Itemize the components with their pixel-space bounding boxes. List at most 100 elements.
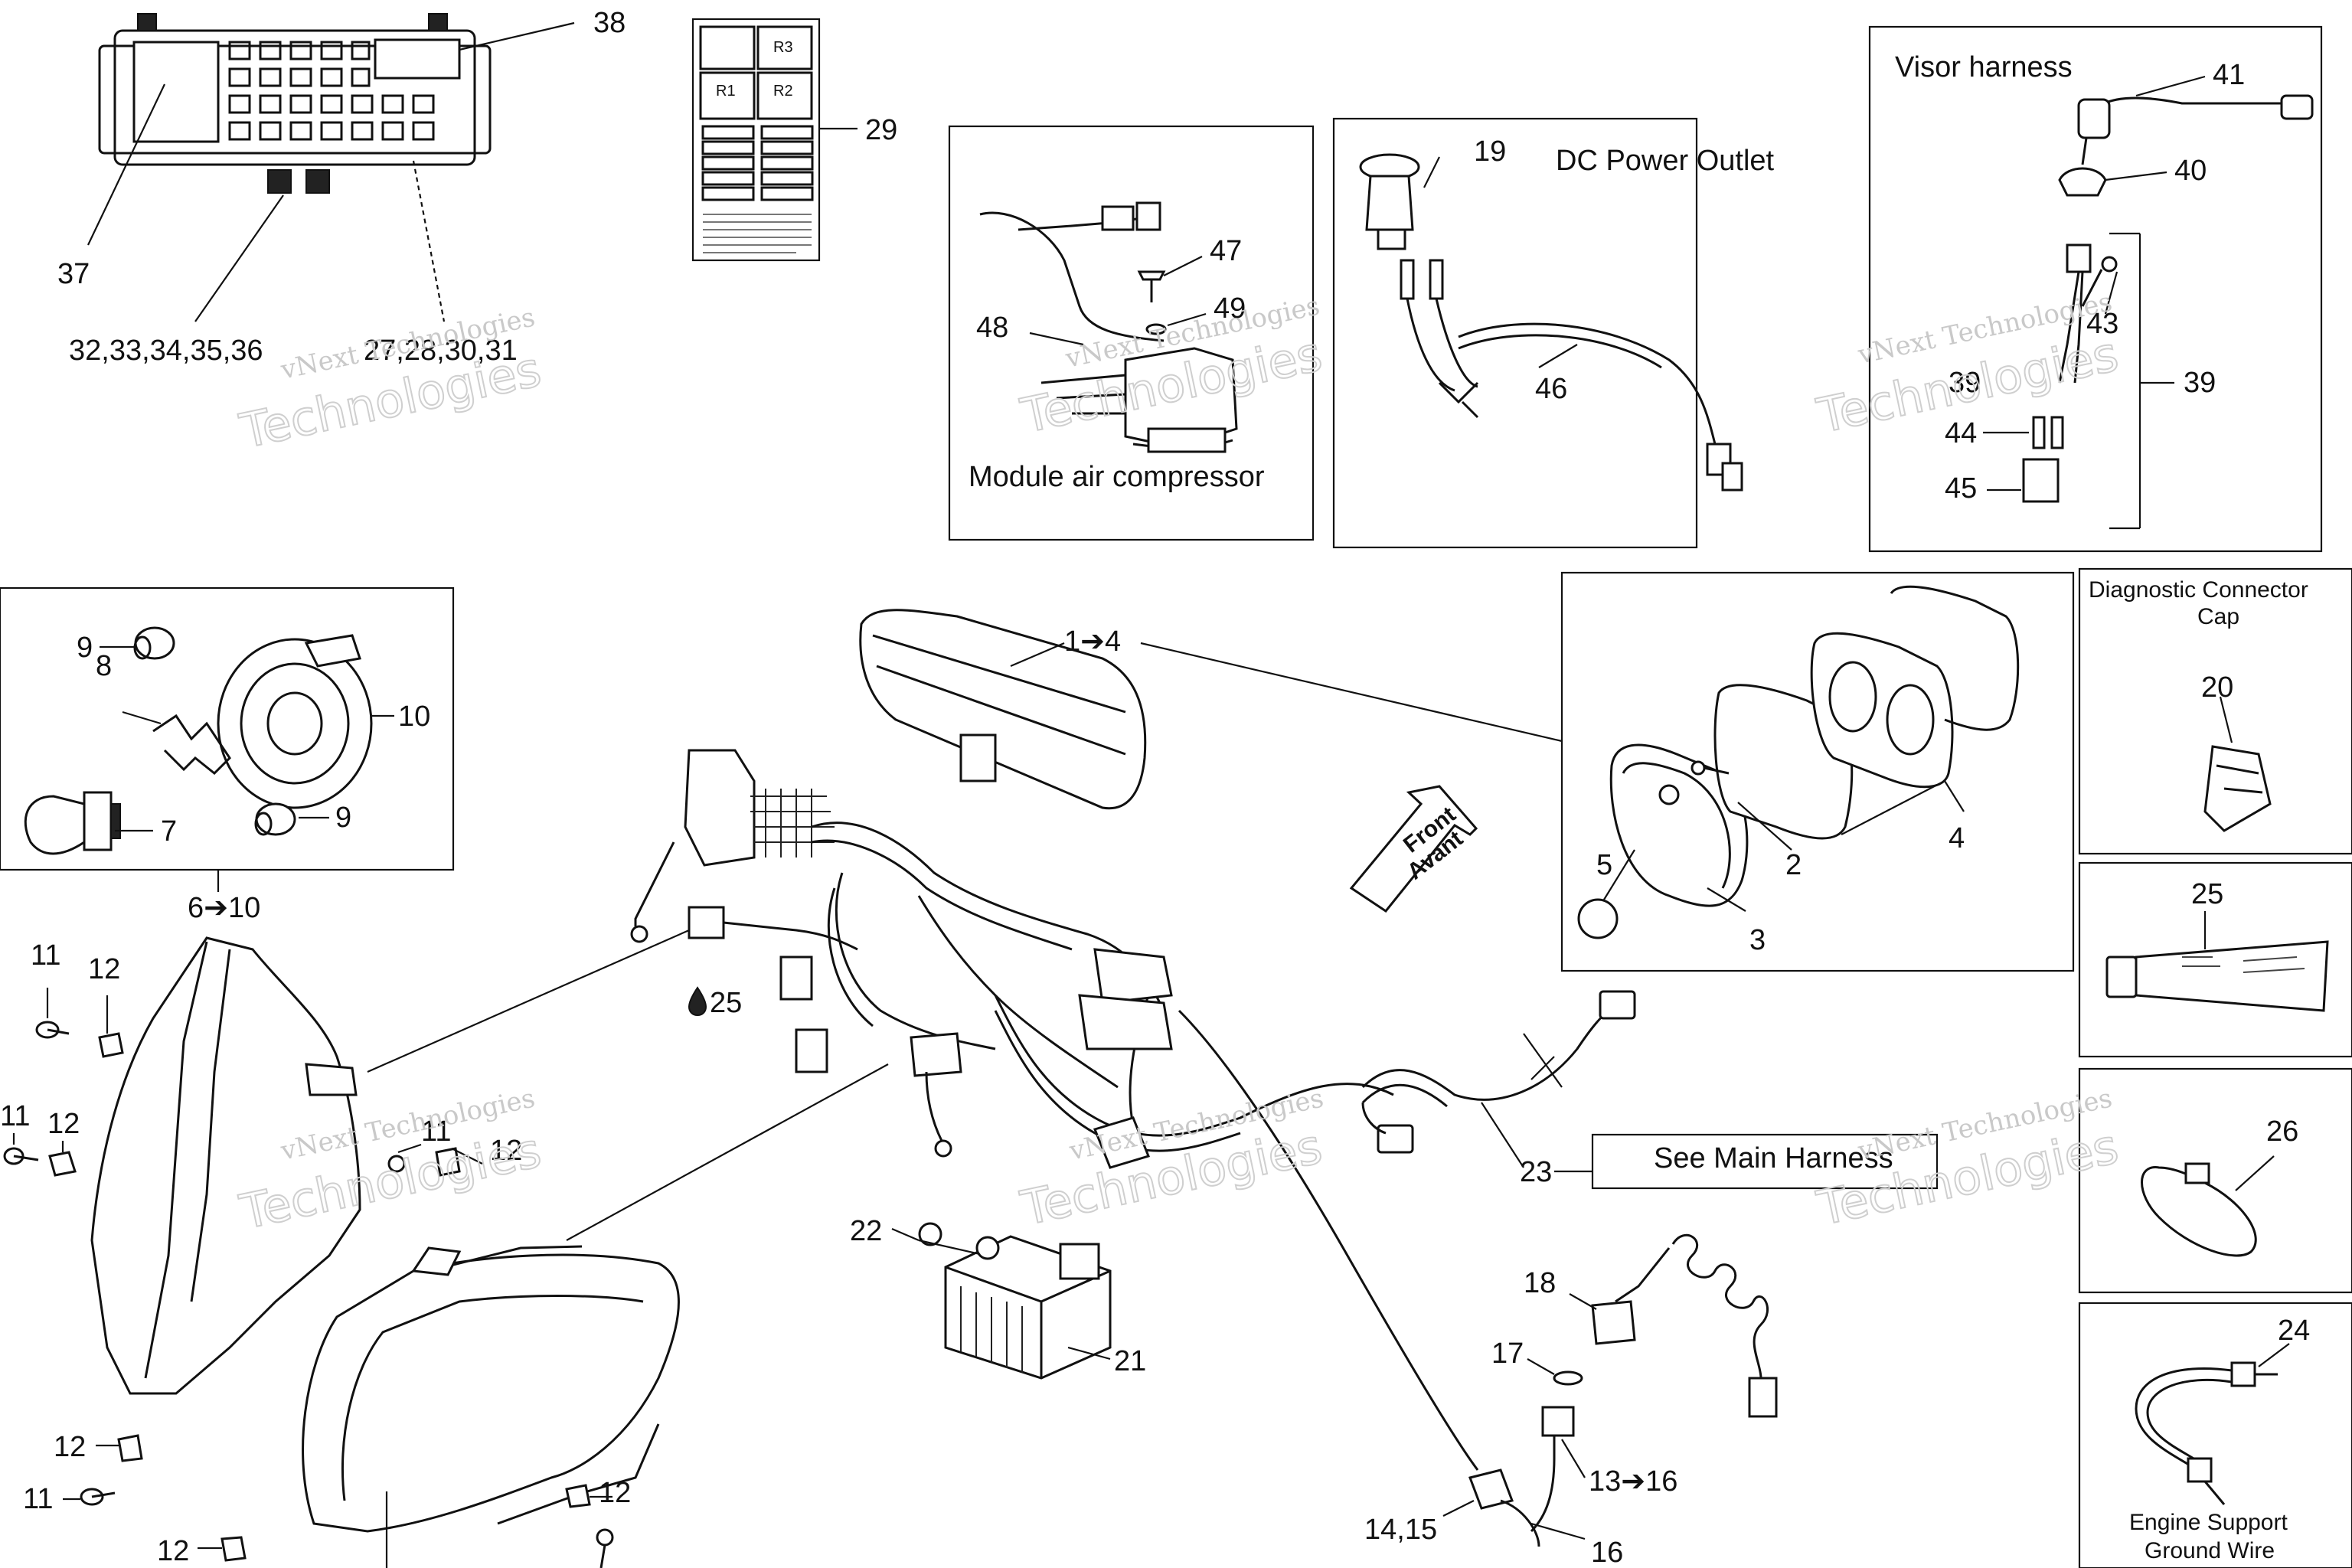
clip-12e (565, 1484, 591, 1508)
callout-11a: 11 (31, 939, 60, 972)
module-air-compressor-caption: Module air compressor (969, 461, 1265, 493)
callout-47: 47 (1210, 235, 1242, 267)
visor-harness-caption: Visor harness (1895, 51, 2073, 83)
air-compressor-module (979, 201, 1238, 453)
screw-11d (80, 1488, 116, 1506)
lanyard-13-16 (1468, 1233, 1778, 1547)
gauge-emblem-5 (1577, 898, 1619, 939)
screw-11a (35, 1021, 70, 1039)
headlight-lens (302, 1245, 680, 1533)
callout-22: 22 (850, 1215, 882, 1247)
clip-12a (98, 1032, 124, 1058)
gauge-housing-4 (1810, 632, 1954, 789)
callout-10: 10 (398, 701, 430, 733)
callout-24: 24 (2278, 1315, 2310, 1347)
callout-13-16: 13➔16 (1589, 1465, 1677, 1498)
clip-12c (435, 1147, 461, 1177)
callout-23: 23 (1520, 1156, 1552, 1188)
callout-39: 39 (2184, 367, 2216, 399)
diagnostic-cap-20 (2203, 745, 2272, 832)
callout-40: 40 (2174, 155, 2207, 187)
screw-47 (1137, 270, 1166, 302)
callout-48: 48 (976, 312, 1008, 344)
ground-wire-caption-1: Engine Support (2129, 1510, 2288, 1535)
callout-12a: 12 (88, 953, 120, 985)
cable-tie-box (2078, 1067, 2352, 1294)
visor-harness-box (1868, 25, 2323, 553)
grease-tube-box (2078, 861, 2352, 1058)
clip-12d (117, 1434, 143, 1462)
diagnostic-cap-caption-2: Cap (2197, 604, 2239, 629)
callout-12d: 12 (54, 1431, 86, 1463)
screw-11b (3, 1147, 39, 1165)
callout-16: 16 (1591, 1537, 1623, 1568)
callout-11b: 11 (0, 1100, 30, 1132)
gauge-screw (1690, 760, 1730, 776)
dc-outlet-socket (1359, 153, 1420, 250)
ground-wire-24 (2135, 1361, 2278, 1505)
callout-12f: 12 (157, 1535, 189, 1567)
callout-18: 18 (1524, 1267, 1556, 1299)
callout-12e: 12 (599, 1477, 631, 1509)
callout-45: 45 (1945, 472, 1977, 505)
callout-8: 8 (96, 650, 112, 682)
callout-41: 41 (2213, 59, 2245, 91)
dc-outlet-harness-46 (1400, 259, 1743, 492)
callout-19: 19 (1474, 136, 1506, 168)
callout-4: 4 (1949, 822, 1965, 854)
gauge-seal (1890, 585, 2020, 731)
callout-26: 26 (2266, 1116, 2298, 1148)
fuse-label-r3: R3 (773, 39, 793, 56)
grease-tube-25 (2105, 940, 2329, 1012)
callout-17: 17 (1491, 1338, 1524, 1370)
callout-14-15: 14,15 (1364, 1514, 1437, 1546)
fuse-box (98, 13, 492, 194)
front-arrow: Front Avant (1349, 785, 1478, 913)
callout-7: 7 (161, 815, 177, 848)
see-main-harness-box (1591, 1133, 1939, 1190)
bulb-retainer-8 (152, 714, 231, 776)
fuse-label: R3 R1 R2 (691, 18, 821, 262)
bulb-7 (24, 791, 121, 855)
nut-22a (918, 1222, 942, 1246)
callout-6-10: 6➔10 (188, 892, 260, 924)
callout-43: 43 (2086, 308, 2118, 340)
bulb-cap-9b (254, 802, 296, 836)
callout-5: 5 (1596, 849, 1612, 881)
callout-20: 20 (2201, 671, 2233, 704)
dc-power-outlet-box (1332, 117, 1698, 549)
callout-21: 21 (1114, 1345, 1146, 1377)
ground-wire-box (2078, 1302, 2352, 1568)
gauge-parts-box (1560, 571, 2075, 972)
see-main-harness-caption: See Main Harness (1654, 1142, 1893, 1174)
clip-12f (220, 1536, 247, 1562)
callout-37: 37 (57, 258, 90, 290)
visor-harness-wire (2022, 94, 2314, 503)
callout-25: 25 (2191, 878, 2223, 910)
clip-12b (48, 1151, 77, 1177)
dc-power-outlet-caption: DC Power Outlet (1556, 145, 1775, 177)
callout-27-31: 27,28,30,31 (364, 335, 518, 367)
nut-11c (387, 1155, 406, 1173)
headlight-cover-10 (217, 634, 373, 809)
washer-49 (1145, 323, 1167, 335)
module-air-compressor-box (948, 125, 1315, 541)
cable-tie-26 (2141, 1162, 2257, 1257)
voltage-regulator-21 (944, 1235, 1112, 1380)
headlight-bulb-box (0, 586, 455, 871)
fuse-label-r2: R2 (773, 83, 793, 100)
headlight-housing-rear (90, 936, 361, 1395)
callout-39-inner: 39 (1949, 367, 1981, 399)
callout-29: 29 (865, 114, 897, 146)
callout-3: 3 (1749, 924, 1766, 956)
diagnostic-cap-box (2078, 567, 2352, 855)
callout-12b: 12 (47, 1108, 80, 1140)
callout-44: 44 (1945, 417, 1977, 449)
callout-11c: 11 (421, 1116, 451, 1148)
callout-25-drop: 25 (710, 987, 742, 1019)
callout-38: 38 (593, 7, 626, 39)
callout-2: 2 (1785, 849, 1802, 881)
callout-32-36: 32,33,34,35,36 (69, 335, 263, 367)
drop-icon (688, 986, 707, 1017)
callout-49: 49 (1214, 292, 1246, 325)
